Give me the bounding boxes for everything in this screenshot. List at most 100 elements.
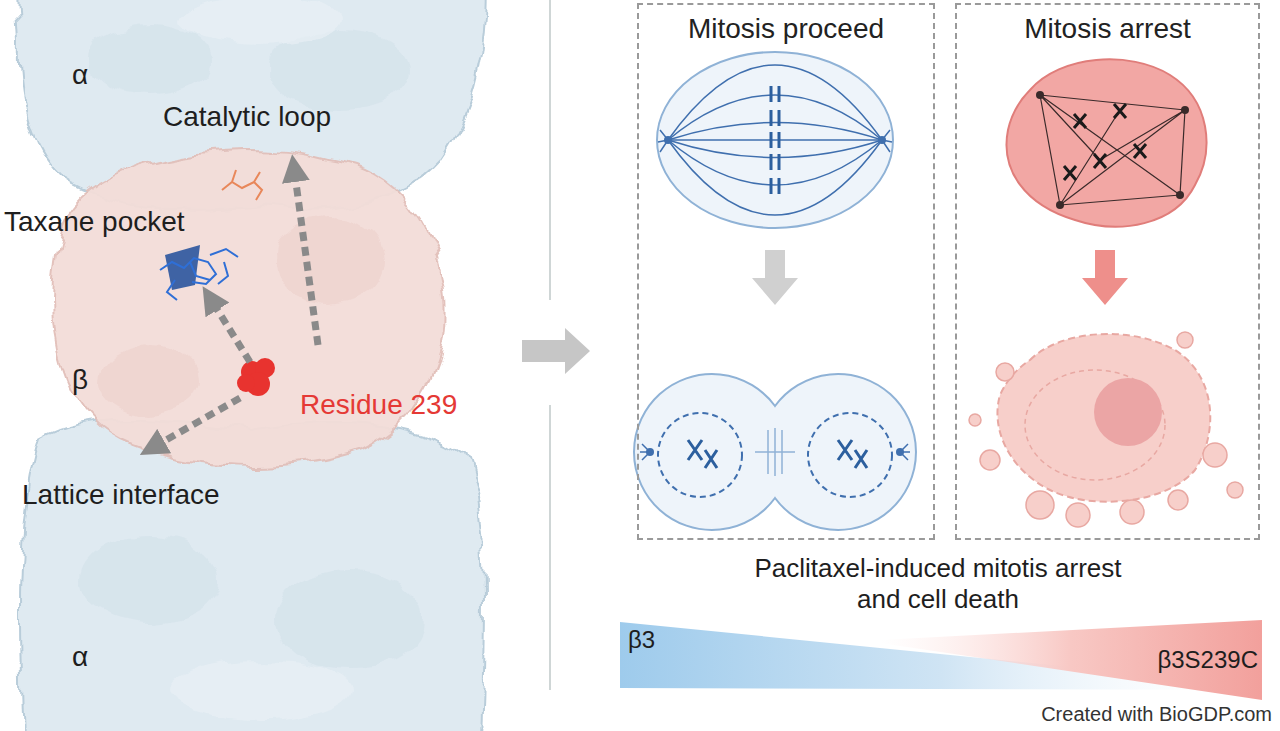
label-text: Created with BioGDP.com [1041, 702, 1272, 726]
label-text: α [72, 640, 88, 674]
arrested-cell [1064, 166, 1076, 180]
dying-cell [1026, 491, 1054, 519]
arrested-cell [1036, 91, 1189, 209]
progress-arrow [752, 250, 798, 305]
spindle-cell [668, 140, 882, 158]
beta-subunit [275, 215, 385, 305]
dividing-cell [838, 440, 867, 468]
dividing-cell [634, 374, 916, 530]
arrested-cell [1056, 201, 1064, 209]
label-text: β3 [628, 626, 655, 655]
dividing-cell [755, 428, 795, 476]
alpha-subunit-top [90, 25, 210, 95]
arrested-cell [1181, 106, 1189, 114]
label-text: Lattice interface [22, 478, 220, 512]
arrested-cell [1007, 59, 1207, 226]
dying-cell [1094, 378, 1162, 446]
dividing-cell [658, 413, 742, 497]
spindle-cell [658, 130, 892, 152]
alpha-subunit-top [180, 0, 340, 45]
label-text: Catalytic loop [163, 100, 331, 134]
dying-cell [980, 450, 1000, 470]
arrested-cell [1060, 110, 1185, 205]
allosteric-path-arrow [152, 398, 240, 448]
arrested-cell [1007, 59, 1207, 226]
dividing-cell [896, 448, 904, 456]
dying-cell [1066, 503, 1090, 527]
taxane-pocket-molecule [160, 245, 238, 300]
arrested-cell [1134, 144, 1146, 158]
progress-arrow [1082, 250, 1128, 305]
alpha-subunit-bottom [170, 660, 350, 720]
dying-cell [1168, 490, 1188, 510]
alpha-subunit-bottom [80, 535, 220, 625]
label-text: Taxane pocket [4, 205, 185, 239]
dying-cell [1227, 482, 1243, 498]
dying-cell [1025, 370, 1165, 480]
spindle-cell [668, 65, 882, 140]
arrested-cell [1074, 114, 1086, 128]
spindle-cell [771, 178, 779, 194]
dividing-cell [646, 448, 654, 456]
flow-arrow [522, 328, 590, 374]
panel-heading: Mitosis arrest [957, 5, 1258, 45]
dying-cell [1203, 443, 1227, 467]
spindle-cell [668, 95, 882, 140]
residue-239-blob [237, 358, 275, 396]
label-text: β [72, 363, 88, 397]
panel-box: Mitosis arrest [955, 3, 1260, 540]
arrested-cell [1064, 104, 1146, 180]
spindle-cell [664, 136, 672, 144]
arrested-cell [1040, 95, 1185, 205]
label-text: β3S239C [1157, 646, 1258, 675]
alpha-subunit-bottom [275, 570, 425, 670]
arrested-cell [1094, 154, 1106, 168]
arrested-cell [1040, 95, 1185, 205]
allosteric-path-arrow [210, 298, 250, 362]
panel-box: Mitosis proceed [637, 3, 935, 540]
dividing-cell [634, 374, 916, 530]
spindle-cell [657, 52, 893, 228]
expression-gradient-band [620, 620, 1262, 700]
dying-cell [1177, 332, 1193, 348]
expression-gradient-band [880, 620, 1262, 700]
spindle-cell [668, 123, 882, 141]
panel-heading: Mitosis proceed [639, 5, 933, 45]
spindle-cell [668, 140, 882, 215]
dying-cell [969, 332, 1243, 527]
arrested-cell [1060, 110, 1180, 205]
label-text: Paclitaxel-induced mitotis arrest and ce… [738, 553, 1138, 615]
catalytic-loop-molecule [222, 170, 262, 200]
spindle-cell [878, 136, 886, 144]
dividing-cell [688, 440, 867, 468]
label-text: α [72, 58, 88, 92]
beta-subunit [100, 345, 200, 415]
arrested-cell [1114, 104, 1126, 118]
label-text: Residue 239 [300, 388, 457, 422]
allosteric-path-arrow [294, 168, 318, 345]
spindle-cell [771, 86, 779, 102]
dying-cell [969, 332, 1243, 527]
dividing-cell [640, 444, 910, 460]
taxane-pocket-molecule [160, 249, 238, 300]
spindle-cell [658, 65, 892, 215]
spindle-cell [771, 86, 779, 194]
arrested-cell [1176, 191, 1184, 199]
arrested-cell [1036, 91, 1044, 99]
spindle-cell [771, 132, 779, 148]
spindle-cell [771, 110, 779, 126]
dividing-cell [808, 413, 892, 497]
spindle-cell [657, 52, 893, 228]
dividing-cell [688, 440, 717, 468]
spindle-cell [668, 139, 882, 141]
dividing-cell [755, 451, 795, 453]
dividing-cell [640, 444, 910, 460]
spindle-cell [771, 154, 779, 170]
dying-cell [996, 363, 1014, 381]
dying-cell [1120, 500, 1144, 524]
divider-line [549, 405, 551, 690]
dying-cell [969, 414, 981, 426]
dying-cell [997, 334, 1210, 502]
divider-line [549, 0, 551, 300]
